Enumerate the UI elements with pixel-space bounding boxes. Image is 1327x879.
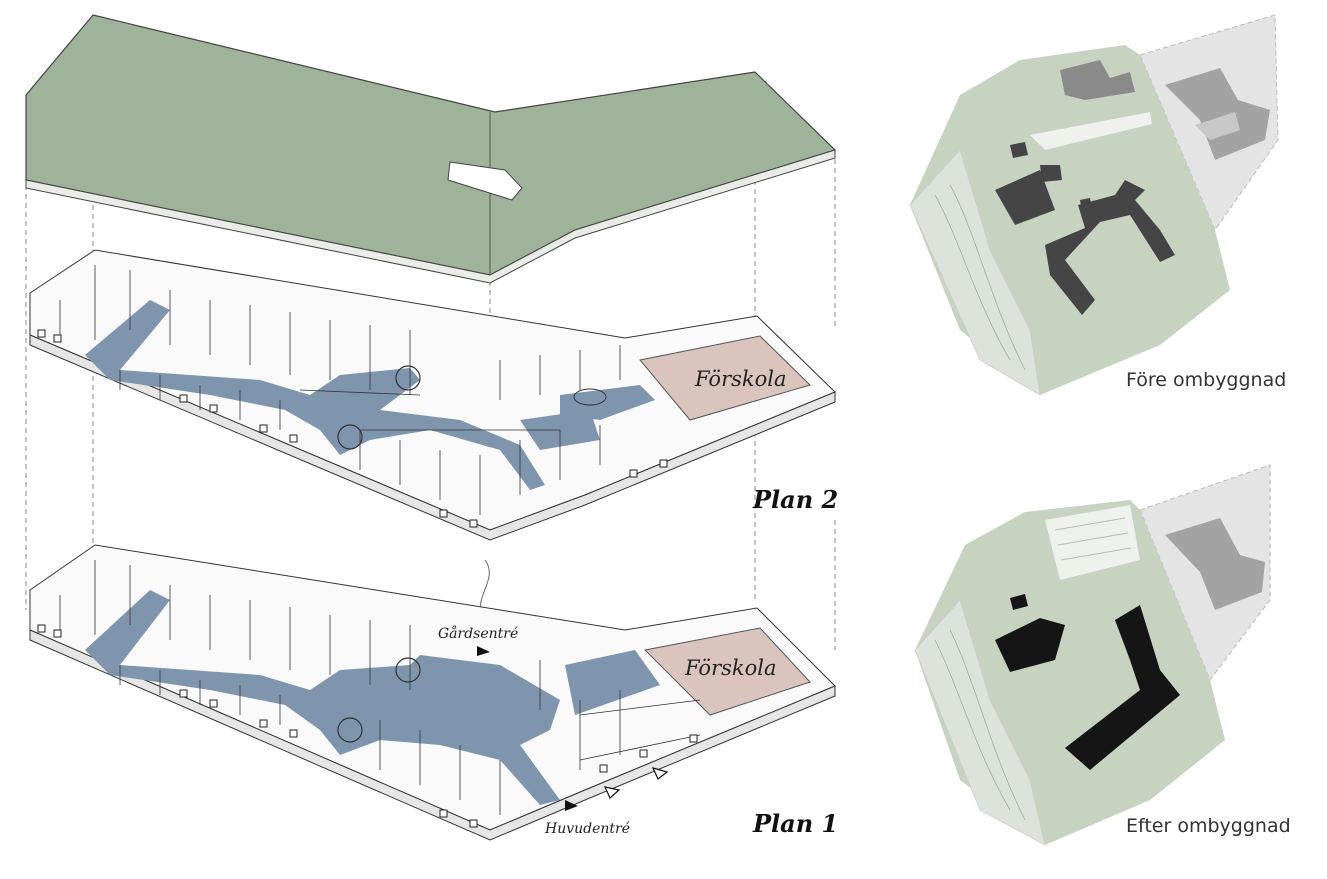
plan-2-title: Plan 2	[752, 485, 838, 514]
side-entrance-marker	[603, 786, 621, 799]
site-after-caption: Efter ombyggnad	[1126, 815, 1291, 837]
plan-1-floor: Förskola Gårdsentré Huvudentré Plan 1	[29, 544, 838, 841]
site-plan-before: Före ombyggnad	[909, 14, 1286, 396]
plan-2-floor: Förskola Plan 2	[29, 249, 838, 541]
side-entrance-marker	[651, 767, 669, 780]
building-before	[995, 142, 1175, 315]
roof-slab	[25, 14, 837, 284]
plan-2-corridor	[85, 300, 545, 490]
main-entrance-marker	[565, 800, 578, 811]
site-before-caption: Före ombyggnad	[1126, 369, 1286, 391]
plan-2-preschool-label: Förskola	[694, 367, 787, 391]
parking-area	[1045, 505, 1140, 580]
plan-2-windows	[37, 329, 668, 528]
building-after	[995, 594, 1180, 770]
courtyard-entrance-marker	[477, 646, 490, 656]
plan-1-preschool-label: Förskola	[684, 656, 777, 680]
plan-1-partitions	[59, 560, 701, 815]
plan-1-preschool	[643, 627, 811, 716]
plan-2-preschool	[639, 335, 811, 421]
roof-skylight	[447, 161, 523, 201]
plan-1-windows	[37, 624, 698, 828]
plan-1-corridor	[85, 590, 560, 805]
plan-2-partitions	[59, 265, 621, 515]
courtyard-entrance-label: Gårdsentré	[438, 625, 518, 642]
plan-1-title: Plan 1	[752, 809, 838, 838]
site-plan-after: Efter ombyggnad	[914, 464, 1291, 846]
main-entrance-label: Huvudentré	[544, 821, 630, 837]
